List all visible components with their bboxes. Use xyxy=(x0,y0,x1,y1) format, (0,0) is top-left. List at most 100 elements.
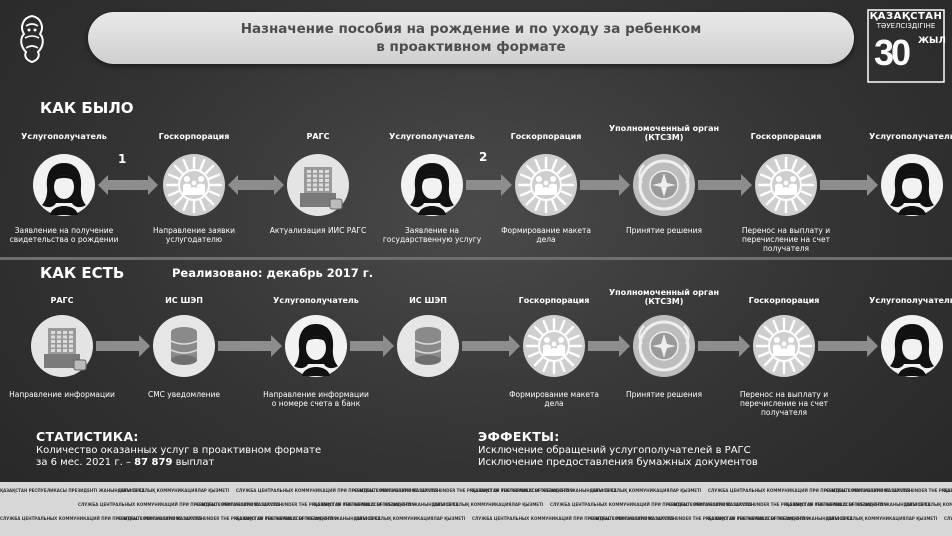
after-node-label: ИС ШЭП xyxy=(165,296,203,305)
state-emblem-icon xyxy=(632,314,696,378)
statistics-value: 87 879 xyxy=(134,457,173,468)
realized-date-label: Реализовано: декабрь 2017 г. xyxy=(172,266,374,280)
footer-watermark-text: ҚАЗАҚСТАН РЕСПУБЛИКАСЫ ПРЕЗИДЕНТІ ЖАНЫНД… xyxy=(0,488,230,493)
footer-watermark-text: CENTRAL COMMUNICATIONS SERVICE UNDER THE… xyxy=(590,516,809,521)
kz-logo-number: 30 xyxy=(874,32,911,73)
page-title-line2: в проактивном формате xyxy=(376,39,566,55)
footer-watermark-text: ҚАЗАҚСТАН РЕСПУБЛИКАСЫ ПРЕЗИДЕНТІ ЖАНЫНД… xyxy=(236,516,466,521)
snow-leopard-logo-icon xyxy=(14,12,50,64)
woman-avatar-icon xyxy=(400,153,464,217)
step-number-1: 1 xyxy=(118,152,127,166)
footer-watermark-text: CENTRAL COMMUNICATIONS SERVICE UNDER THE… xyxy=(826,488,952,493)
after-node-label: ИС ШЭП xyxy=(409,296,447,305)
woman-avatar-icon xyxy=(284,314,348,378)
after-node-label: Госкорпорация xyxy=(748,296,820,305)
statistics-line1: Количество оказанных услуг в проактивном… xyxy=(36,445,322,456)
footer-watermark-text: CENTRAL COMMUNICATIONS SERVICE UNDER THE… xyxy=(118,516,337,521)
before-node-label: Госкорпорация xyxy=(158,132,230,141)
before-node-caption: Принятие решения xyxy=(625,226,703,235)
footer-watermark-text: СЛУЖБА ЦЕНТРАЛЬНЫХ КОММУНИКАЦИЙ ПРИ ПРЕЗ… xyxy=(0,516,205,521)
footer-watermark-text: СЛУЖБА ЦЕНТРАЛЬНЫХ КОММУНИКАЦИЙ ПРИ ПРЕЗ… xyxy=(236,488,441,493)
before-node-label: Госкорпорация xyxy=(510,132,582,141)
before-node-label: Услугополучатель xyxy=(389,132,475,141)
after-node-label: Уполномоченный орган (КТСЗМ) xyxy=(608,288,720,306)
after-node-caption: Перенос на выплату и перечисление на сче… xyxy=(739,390,829,417)
people-sun-emblem-icon xyxy=(514,153,578,217)
database-icon xyxy=(152,314,216,378)
building-icon xyxy=(286,153,350,217)
footer-watermark-text: SERVICE.KZ xyxy=(590,488,617,493)
footer-watermark-text: ҚАЗАҚСТАН РЕСПУБЛИКАСЫ ПРЕЗИДЕНТІ ЖАНЫНД… xyxy=(314,502,544,507)
people-sun-emblem-icon xyxy=(162,153,226,217)
after-flow-arrow xyxy=(698,335,750,357)
after-flow-arrow xyxy=(96,335,150,357)
after-node-caption: Направление информации о номере счета в … xyxy=(263,390,369,408)
people-sun-emblem-icon xyxy=(752,314,816,378)
effects-heading: ЭФФЕКТЫ: xyxy=(478,429,560,444)
effects-line1: Исключение обращений услугополучателей в… xyxy=(478,445,751,456)
woman-avatar-icon xyxy=(880,153,944,217)
statistics-line2-suffix: выплат xyxy=(172,457,215,468)
after-node-caption: Направление информации xyxy=(9,390,115,399)
kz-logo-line2: ТӘУЕЛСІЗДІГІНЕ xyxy=(876,22,936,30)
footer-watermark-text: ҚАЗАҚСТАН РЕСПУБЛИКАСЫ ПРЕЗИДЕНТІ ЖАНЫНД… xyxy=(708,516,938,521)
state-emblem-icon xyxy=(632,153,696,217)
before-flow-arrow xyxy=(580,174,630,196)
before-flow-arrow xyxy=(228,175,284,195)
after-node-label: Услугополучатель xyxy=(869,296,952,305)
footer-watermark-text: SERVICE.KZ xyxy=(904,502,931,507)
footer-watermark-text: CENTRAL COMMUNICATIONS SERVICE UNDER THE… xyxy=(354,488,573,493)
footer-watermark-text: SERVICE.KZ xyxy=(118,488,145,493)
statistics-heading: СТАТИСТИКА: xyxy=(36,429,139,444)
woman-avatar-icon xyxy=(32,153,96,217)
effects-line2: Исключение предоставления бумажных докум… xyxy=(478,457,758,468)
after-flow-arrow xyxy=(588,335,630,357)
footer-row: ҚАЗАҚСТАН РЕСПУБЛИКАСЫ ПРЕЗИДЕНТІ ЖАНЫНД… xyxy=(0,488,952,493)
step-number-2: 2 xyxy=(479,150,488,164)
after-flow-arrow xyxy=(350,335,394,357)
kz-logo-line1: ҚАЗАҚСТАН xyxy=(869,11,943,22)
footer-watermark-text: СЛУЖБА ЦЕНТРАЛЬНЫХ КОММУНИКАЦИЙ ПРИ ПРЕЗ… xyxy=(78,502,283,507)
footer-watermark-text: ҚАЗАҚСТАН РЕСПУБЛИКАСЫ ПРЕЗИДЕНТІ ЖАНЫНД… xyxy=(944,488,952,493)
after-flow-arrow xyxy=(818,335,878,357)
independence-30-logo xyxy=(866,8,946,84)
footer-watermark-strip: ҚАЗАҚСТАН РЕСПУБЛИКАСЫ ПРЕЗИДЕНТІ ЖАНЫНД… xyxy=(0,482,952,536)
before-node-caption: Актуализация ИИС РАГС xyxy=(269,226,367,235)
before-node-label: Госкорпорация xyxy=(750,132,822,141)
before-node-caption: Перенос на выплату и перечисление на сче… xyxy=(741,226,831,253)
footer-watermark-text: СЛУЖБА ЦЕНТРАЛЬНЫХ КОММУНИКАЦИЙ ПРИ ПРЕЗ… xyxy=(708,488,913,493)
footer-watermark-text: SERVICE.KZ xyxy=(432,502,459,507)
footer-watermark-text: SERVICE.KZ xyxy=(826,516,853,521)
after-node-label: Услугополучатель xyxy=(273,296,359,305)
section-after-heading: КАК ЕСТЬ xyxy=(40,264,125,282)
after-flow-arrow xyxy=(462,335,520,357)
before-node-label: Услугополучатель xyxy=(21,132,107,141)
after-node-label: Госкорпорация xyxy=(518,296,590,305)
people-sun-emblem-icon xyxy=(754,153,818,217)
footer-watermark-text: ҚАЗАҚСТАН РЕСПУБЛИКАСЫ ПРЕЗИДЕНТІ ЖАНЫНД… xyxy=(786,502,952,507)
statistics-line2: за 6 мес. 2021 г. – 87 879 выплат xyxy=(36,457,214,468)
footer-watermark-text: CENTRAL COMMUNICATIONS SERVICE UNDER THE… xyxy=(196,502,415,507)
after-node-label: РАГС xyxy=(50,296,74,305)
footer-watermark-text: СЛУЖБА ЦЕНТРАЛЬНЫХ КОММУНИКАЦИЙ ПРИ ПРЕЗ… xyxy=(550,502,755,507)
section-divider xyxy=(0,257,952,260)
before-flow-arrow xyxy=(466,174,512,196)
footer-watermark-text: SERVICE.KZ xyxy=(354,516,381,521)
statistics-line2-prefix: за 6 мес. 2021 г. – xyxy=(36,457,135,468)
footer-watermark-text: СЛУЖБА ЦЕНТРАЛЬНЫХ КОММУНИКАЦИЙ ПРИ ПРЕЗ… xyxy=(472,516,677,521)
after-node-caption: СМС уведомление xyxy=(147,390,221,399)
footer-watermark-text: CENTRAL COMMUNICATIONS SERVICE UNDER THE… xyxy=(668,502,887,507)
before-node-caption: Заявление на государственную услугу xyxy=(382,226,482,244)
before-node-caption: Направление заявки услугодателю xyxy=(152,226,236,244)
database-icon xyxy=(396,314,460,378)
before-node-label: Уполномоченный орган (КТСЗМ) xyxy=(608,124,720,142)
before-node-caption: Формирование макета дела xyxy=(501,226,591,244)
before-flow-arrow xyxy=(820,174,878,196)
footer-watermark-text: ҚАЗАҚСТАН РЕСПУБЛИКАСЫ ПРЕЗИДЕНТІ ЖАНЫНД… xyxy=(472,488,702,493)
kz-logo-years: ЖЫЛ xyxy=(918,36,946,46)
people-sun-emblem-icon xyxy=(522,314,586,378)
after-node-caption: Принятие решения xyxy=(625,390,703,399)
after-flow-arrow xyxy=(218,335,282,357)
footer-row: СЛУЖБА ЦЕНТРАЛЬНЫХ КОММУНИКАЦИЙ ПРИ ПРЕЗ… xyxy=(0,516,952,521)
